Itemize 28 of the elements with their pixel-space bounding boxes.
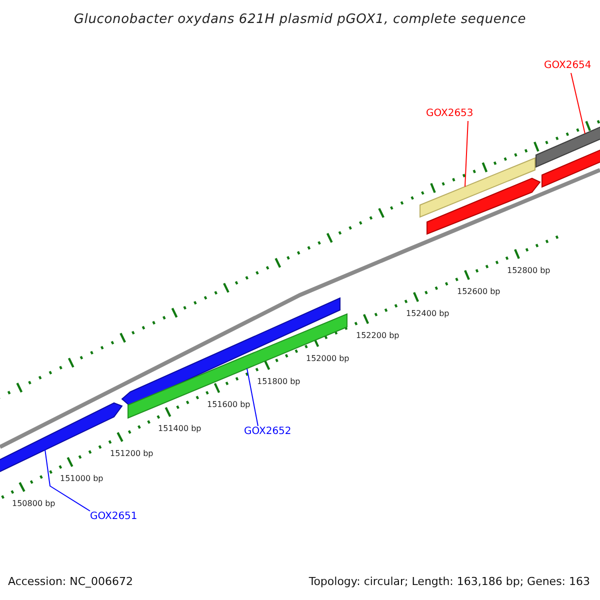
position-label: 151600 bp [207, 399, 250, 411]
leader-line [464, 120, 468, 188]
gene-bar [128, 313, 348, 419]
leader-line [44, 449, 90, 512]
footer-text: Accession: NC_006672 [8, 574, 134, 590]
leader-line [246, 368, 258, 426]
position-label: 152400 bp [406, 308, 450, 320]
gene-label: GOX2653 [426, 107, 474, 120]
gene-label: GOX2652 [244, 425, 292, 438]
leader-line [570, 72, 586, 134]
position-label: 151200 bp [110, 448, 154, 460]
position-label: 151000 bp [60, 473, 104, 485]
position-label: 151800 bp [257, 376, 300, 388]
gene-bar [542, 147, 600, 188]
position-label: 150800 bp [12, 498, 56, 510]
title: Gluconobacter oxydans 621H plasmid pGOX1, complete sequence [72, 11, 528, 29]
gene-bar [426, 178, 541, 235]
gene-label: GOX2651 [90, 510, 138, 523]
gene-label: GOX2654 [544, 59, 592, 72]
gene-bar [121, 297, 340, 407]
gene-bar [536, 124, 600, 168]
position-label: 152000 bp [306, 353, 350, 365]
position-label: 152800 bp [507, 265, 550, 277]
position-label: 152600 bp [457, 286, 500, 298]
position-label: 152200 bp [356, 330, 400, 342]
footer-text: Topology: circular; Length: 163,186 bp; Genes: 163 [308, 574, 590, 590]
gene-bar [420, 157, 536, 218]
position-label: 151400 bp [158, 423, 202, 435]
